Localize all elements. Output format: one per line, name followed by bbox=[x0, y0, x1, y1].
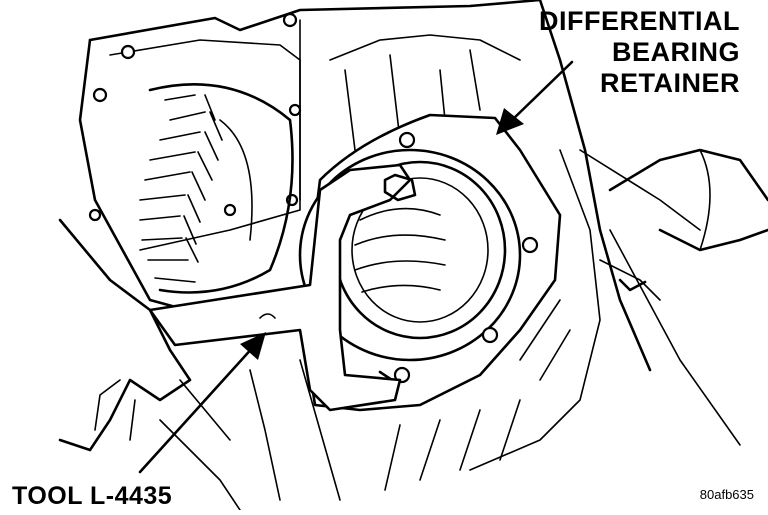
retainer-line-3: RETAINER bbox=[599, 68, 740, 98]
tool-callout: TOOL L-4435 bbox=[12, 482, 173, 510]
tool-arrow bbox=[138, 332, 266, 474]
housing-bolt-holes bbox=[88, 12, 302, 222]
transaxle-housing bbox=[78, 0, 741, 511]
retainer-line-2: BEARING bbox=[611, 37, 740, 67]
spanner-tool bbox=[148, 163, 417, 412]
retainer-line-1: DIFFERENTIAL bbox=[539, 6, 740, 36]
ring-gear bbox=[139, 83, 294, 294]
retainer-callout: DIFFERENTIAL BEARING RETAINER bbox=[539, 6, 740, 99]
figure-id: 80afb635 bbox=[699, 487, 754, 502]
hands bbox=[58, 148, 768, 452]
retainer-arrow bbox=[496, 60, 574, 135]
